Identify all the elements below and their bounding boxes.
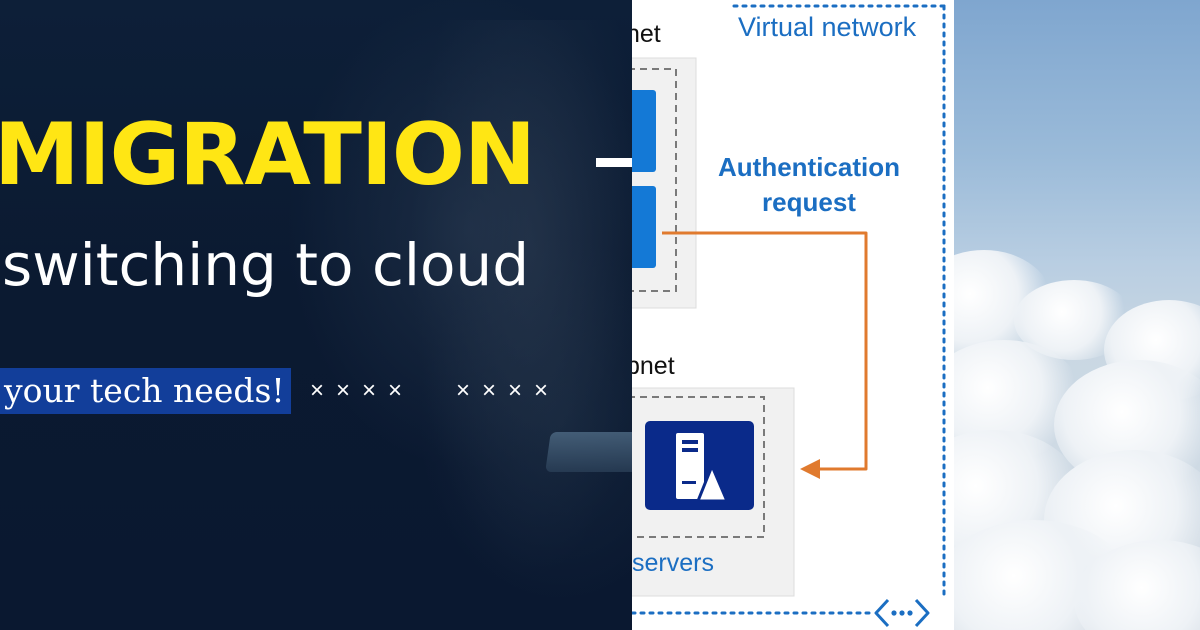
vnet-boundary	[632, 4, 946, 615]
sky-clouds-image	[954, 0, 1200, 630]
subnet-top-label: net	[632, 20, 661, 48]
auth-request-arrow	[662, 231, 868, 479]
diagram-canvas	[632, 4, 946, 628]
person-silhouette	[410, 20, 632, 580]
virtual-network-icon	[874, 598, 930, 628]
decorative-marks-2: ××××	[456, 377, 561, 404]
subnet-bottom-dashed	[632, 396, 765, 538]
network-diagram: Virtual network net bnet Authentication …	[632, 0, 954, 630]
server-icon	[645, 421, 754, 510]
decorative-marks-1: ××××	[310, 377, 415, 404]
vm-tile-icon	[632, 90, 656, 172]
virtual-network-label: Virtual network	[738, 12, 917, 42]
promo-subheadline: switching to cloud	[2, 231, 530, 299]
headline-dash	[596, 158, 632, 167]
promo-banner: MIGRATION switching to cloud your tech n…	[0, 0, 632, 630]
auth-label-line-2: request	[762, 187, 856, 217]
servers-label: servers	[632, 549, 714, 577]
promo-tagline: your tech needs!	[0, 368, 291, 414]
promo-headline: MIGRATION	[0, 105, 536, 205]
tablet-device-image	[545, 432, 632, 472]
vm-tile-icon	[632, 186, 656, 268]
subnet-bottom-label: bnet	[632, 352, 675, 380]
subnet-top-dashed	[632, 68, 677, 292]
auth-request-label: Authentication request	[702, 150, 916, 220]
auth-label-line-1: Authentication	[718, 152, 900, 182]
